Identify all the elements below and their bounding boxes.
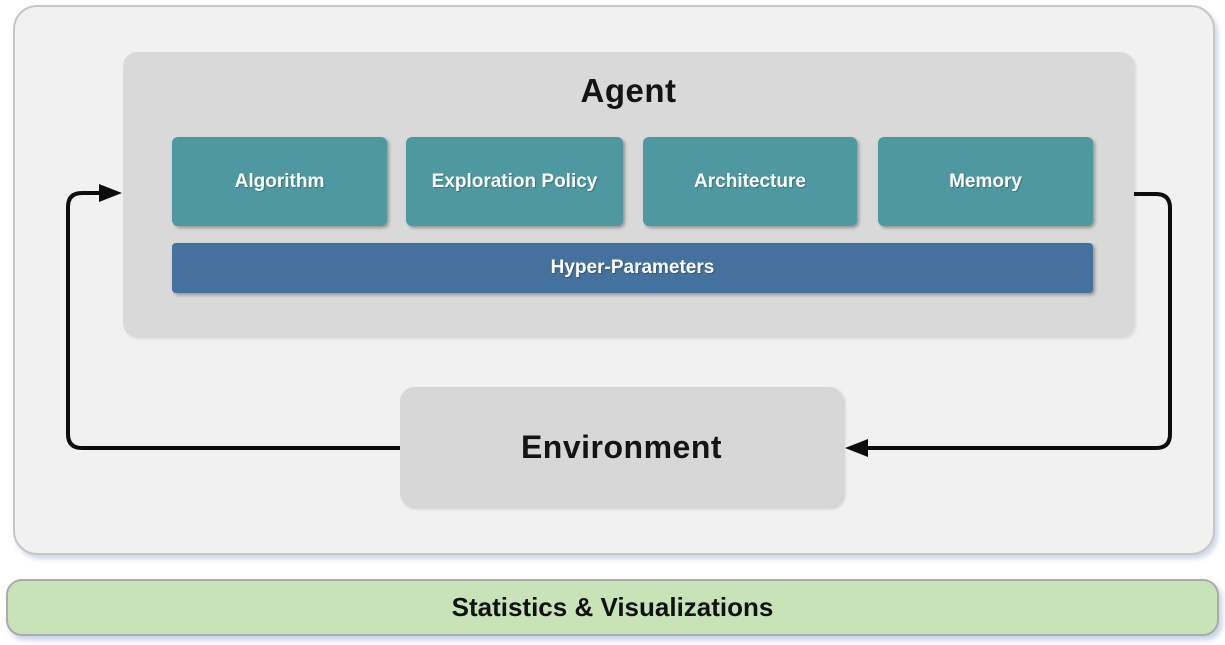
- component-box-memory: Memory: [878, 137, 1093, 226]
- environment-box: Environment: [400, 387, 843, 507]
- component-box-algorithm: Algorithm: [172, 137, 387, 226]
- agent-panel: Agent Algorithm Exploration Policy Archi…: [123, 52, 1134, 337]
- component-box-exploration-policy: Exploration Policy: [406, 137, 623, 226]
- component-box-architecture: Architecture: [643, 137, 857, 226]
- environment-title: Environment: [520, 428, 723, 465]
- agent-title: Agent: [580, 72, 677, 109]
- hyper-parameters-bar: Hyper-Parameters: [172, 243, 1093, 293]
- statistics-bar: Statistics & Visualizations: [6, 579, 1219, 636]
- statistics-label: Statistics & Visualizations: [451, 592, 774, 622]
